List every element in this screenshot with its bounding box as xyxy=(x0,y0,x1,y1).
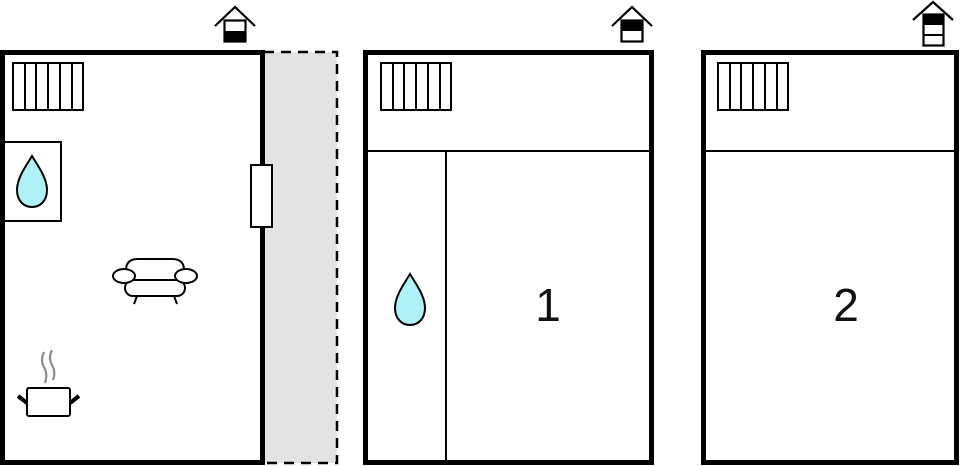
second-floor-outline xyxy=(701,50,959,465)
door-to-terrace xyxy=(250,164,273,228)
bedroom-2-label: 2 xyxy=(833,279,859,331)
cooking-pot-icon xyxy=(16,349,81,417)
water-drop-icon xyxy=(15,154,49,209)
terrace xyxy=(264,50,339,465)
ground-floor-icon xyxy=(214,5,256,43)
water-drop-icon xyxy=(393,272,427,327)
bathroom-box xyxy=(3,141,62,222)
first-floor-icon xyxy=(611,5,653,43)
radiator-icon xyxy=(12,62,84,111)
bedroom-1-label: 1 xyxy=(535,279,561,331)
radiator-icon xyxy=(380,62,452,111)
first-floor-outline xyxy=(363,50,654,465)
sofa-icon xyxy=(112,258,198,305)
radiator-icon xyxy=(717,62,789,111)
second-floor-icon xyxy=(912,0,954,47)
